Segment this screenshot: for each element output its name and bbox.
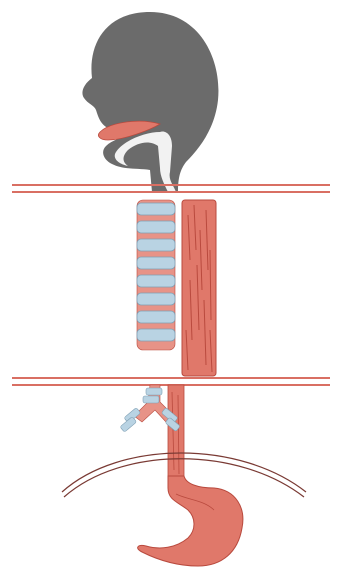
- trachea-ring: [137, 311, 175, 323]
- trachea-ring: [137, 239, 175, 251]
- trachea-ring: [137, 293, 175, 305]
- trachea-ring: [137, 329, 175, 341]
- stomach: [138, 476, 243, 566]
- trachea-ring: [137, 221, 175, 233]
- lower-esophagus: [168, 385, 184, 480]
- trachea-ring: [137, 257, 175, 269]
- trachea-ring: [137, 275, 175, 287]
- trachea-ring: [137, 203, 175, 215]
- divider-lower: [12, 378, 330, 385]
- head-silhouette: [82, 12, 218, 192]
